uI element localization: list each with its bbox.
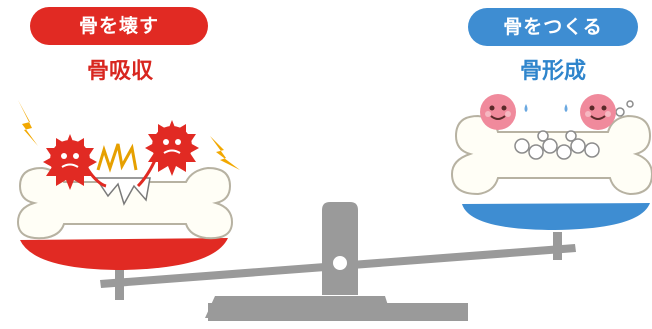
title-bone-resorption: 骨吸収 <box>40 59 200 85</box>
osteoblast-icon <box>480 94 616 130</box>
left-plate <box>20 238 228 270</box>
badge-build-bone: 骨をつくる <box>468 8 638 46</box>
bone-icon <box>452 116 652 194</box>
right-plate <box>462 203 650 230</box>
badge-destroy-bone: 骨を壊す <box>30 7 208 45</box>
title-bone-formation: 骨形成 <box>468 59 638 85</box>
